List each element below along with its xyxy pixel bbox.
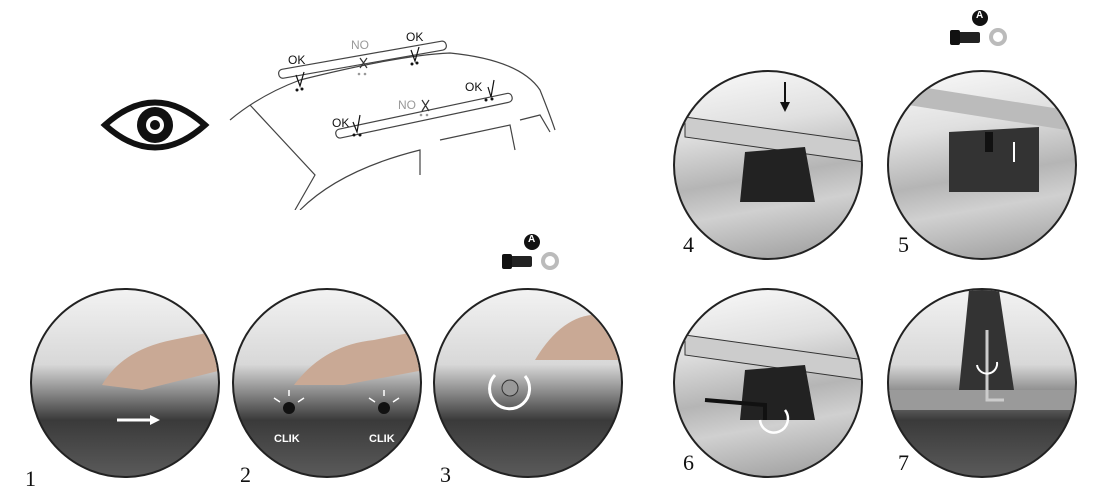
- rotate-arrow-icon: [758, 409, 790, 434]
- clik-callout: CLIK: [369, 433, 395, 445]
- ok-label: OK: [465, 80, 483, 94]
- step-4-photo: [673, 70, 863, 260]
- no-label: NO: [351, 38, 369, 52]
- step-1-photo: [30, 288, 220, 478]
- part-badge: A: [528, 234, 536, 245]
- ok-label: OK: [332, 116, 350, 130]
- no-label: NO: [398, 98, 416, 112]
- ok-label: OK: [406, 30, 424, 44]
- clik-callout: CLIK: [274, 433, 300, 445]
- step-number: 6: [683, 450, 694, 475]
- car-roof-diagram: [229, 40, 556, 210]
- step-number: 5: [898, 232, 909, 257]
- hex-key-icon: [704, 398, 767, 420]
- step-number: 2: [240, 462, 251, 487]
- step-number: 3: [440, 462, 451, 487]
- step-5-photo: [887, 70, 1077, 260]
- step-3-photo: [433, 288, 623, 478]
- rotate-arrow-icon: [488, 373, 532, 411]
- step-2-photo: CLIK CLIK: [232, 288, 422, 478]
- step-number: 1: [25, 466, 36, 491]
- bolt-washer-icon: A: [500, 232, 560, 272]
- step-7-photo: [887, 288, 1077, 478]
- bolt-washer-icon: A: [948, 8, 1008, 48]
- eye-icon: [100, 99, 210, 151]
- ok-label: OK: [288, 53, 306, 67]
- part-badge: A: [976, 10, 984, 21]
- step-number: 4: [683, 232, 694, 257]
- step-number: 7: [898, 450, 909, 475]
- hex-key-icon: [985, 330, 1004, 402]
- step-6-photo: [673, 288, 863, 478]
